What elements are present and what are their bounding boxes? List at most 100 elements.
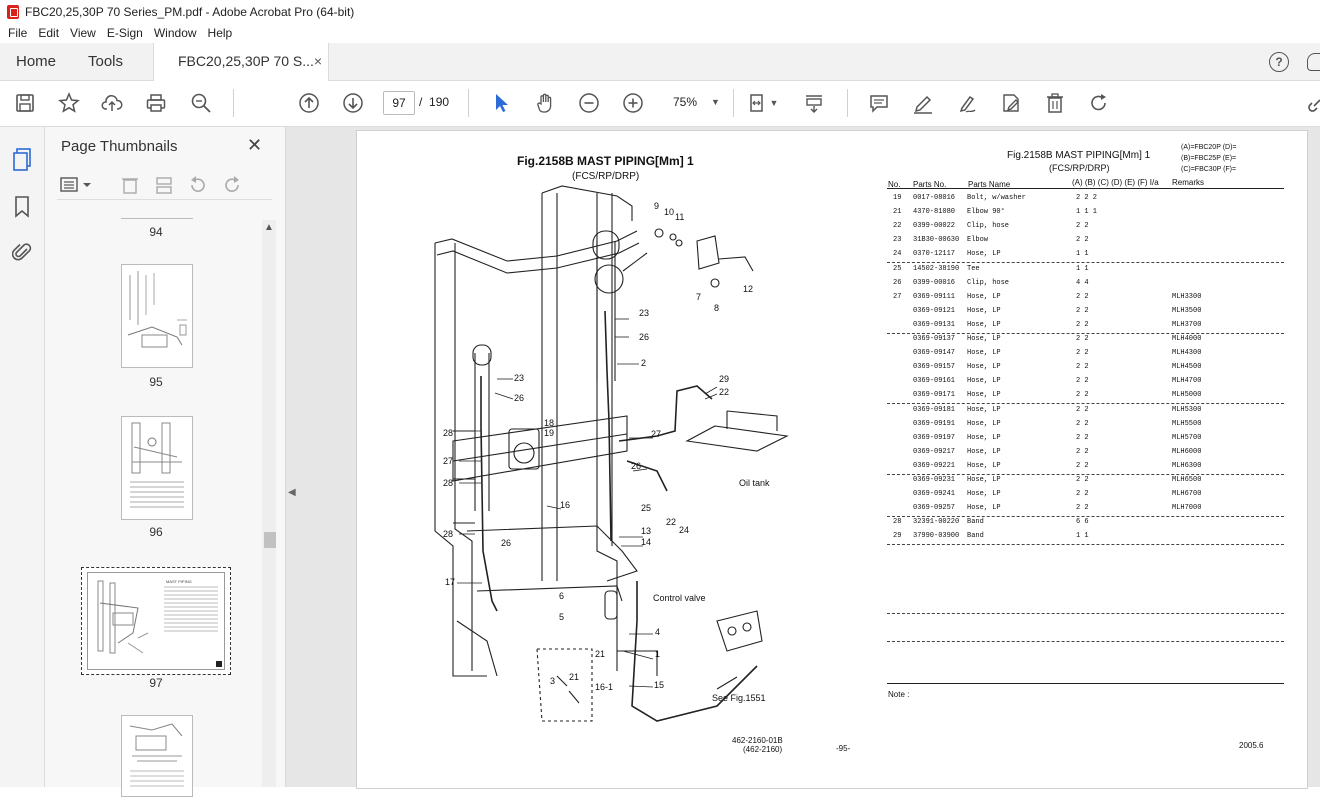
- row-part-number: 0399-00022: [913, 222, 956, 231]
- title-bar: FBC20,25,30P 70 Series_PM.pdf - Adobe Ac…: [0, 0, 1320, 23]
- tab-document-label: FBC20,25,30P 70 S...: [178, 53, 314, 69]
- mast-piping-drawing: [434, 185, 789, 722]
- menu-edit[interactable]: Edit: [38, 26, 60, 40]
- zoom-level-value: 75%: [673, 95, 698, 109]
- menu-esign[interactable]: E-Sign: [106, 26, 143, 40]
- page-total: / 190: [419, 95, 449, 109]
- comment-icon[interactable]: [868, 92, 890, 114]
- callout-5: 5: [559, 612, 565, 622]
- row-part-number: 32391-00220: [913, 518, 960, 527]
- scroll-up-arrow-icon[interactable]: ▲: [264, 222, 274, 233]
- callout-19: 19: [544, 428, 555, 438]
- menu-file[interactable]: File: [8, 26, 28, 40]
- zoom-level-select[interactable]: 75%▼: [665, 91, 725, 113]
- row-remarks: MLH5000: [1172, 391, 1202, 400]
- scroll-mode-icon[interactable]: [803, 92, 825, 114]
- chevron-down-icon[interactable]: ▼: [769, 98, 779, 108]
- upload-cloud-icon[interactable]: [101, 92, 123, 114]
- next-page-icon[interactable]: [342, 92, 364, 114]
- tab-document[interactable]: FBC20,25,30P 70 S... ×: [153, 43, 329, 81]
- zoom-search-icon[interactable]: [190, 92, 212, 114]
- row-quantity: 2 2 2: [1076, 194, 1098, 202]
- row-remarks: MLH5700: [1172, 433, 1202, 442]
- page-number-input[interactable]: 97: [383, 91, 415, 115]
- close-tab-icon[interactable]: ×: [313, 53, 322, 69]
- draw-freeform-icon[interactable]: [956, 92, 978, 114]
- tab-tools[interactable]: Tools: [88, 53, 124, 70]
- row-part-name: Hose, LP: [967, 447, 1001, 456]
- callout-26-left: 26: [514, 393, 525, 403]
- page-fit-icon[interactable]: [748, 92, 770, 114]
- row-quantity: 6 6: [1076, 518, 1089, 527]
- row-remarks: MLH3300: [1172, 292, 1202, 301]
- bookmarks-icon[interactable]: [14, 195, 30, 219]
- highlight-pen-icon[interactable]: [912, 92, 934, 114]
- row-part-number: 0369-09131: [913, 320, 956, 329]
- thumbnail-page-95[interactable]: [121, 264, 193, 368]
- row-no: 24: [893, 250, 902, 259]
- zoom-out-icon[interactable]: [578, 92, 600, 114]
- hand-tool-icon[interactable]: [534, 92, 556, 114]
- extract-pages-icon[interactable]: [154, 175, 174, 195]
- row-quantity: 2 2: [1076, 377, 1089, 386]
- save-icon[interactable]: [14, 92, 36, 114]
- row-part-number: 0369-09161: [913, 377, 956, 386]
- row-part-number: 0369-09121: [913, 306, 956, 315]
- row-part-name: Hose, LP: [967, 306, 1001, 315]
- tab-home[interactable]: Home: [16, 53, 57, 70]
- delete-trash-icon[interactable]: [1044, 92, 1066, 114]
- tab-bar: Home Tools FBC20,25,30P 70 S... × ?: [0, 43, 1320, 81]
- callout-28-a: 28: [443, 428, 454, 438]
- rotate-counterclockwise-icon[interactable]: [188, 175, 208, 195]
- thumbnail-page-97-selected[interactable]: MAST PIPING: [81, 567, 231, 675]
- callout-26-bottom: 26: [501, 538, 512, 548]
- rotate-clockwise-icon[interactable]: [222, 175, 242, 195]
- menu-bar: File Edit View E-Sign Window Help: [0, 23, 1320, 43]
- row-quantity: 2 2: [1076, 504, 1089, 513]
- attachments-paperclip-icon[interactable]: [11, 240, 32, 264]
- row-part-name: Clip, hose: [967, 222, 1010, 231]
- previous-page-icon[interactable]: [298, 92, 320, 114]
- row-no: 26: [893, 278, 902, 287]
- svg-text:MAST PIPING: MAST PIPING: [166, 579, 192, 584]
- thumbnail-page-96[interactable]: [121, 416, 193, 520]
- select-cursor-icon[interactable]: [490, 92, 512, 114]
- bookmark-star-icon[interactable]: [58, 92, 80, 114]
- help-icon[interactable]: ?: [1269, 52, 1289, 72]
- link-icon[interactable]: [1306, 92, 1320, 114]
- row-part-number: 0017-08016: [913, 194, 956, 202]
- collapse-panel-arrow-icon[interactable]: ◀: [288, 487, 296, 498]
- row-part-name: Hose, LP: [967, 476, 1001, 484]
- rotate-icon[interactable]: [1088, 92, 1110, 114]
- row-quantity: 2 2: [1076, 363, 1089, 372]
- edit-text-icon[interactable]: [1000, 92, 1022, 114]
- thumbnail-page-98[interactable]: [121, 715, 193, 797]
- callout-16: 16: [560, 500, 571, 510]
- close-panel-icon[interactable]: ✕: [247, 135, 263, 155]
- notification-icon[interactable]: [1307, 53, 1320, 71]
- row-quantity: 1 1: [1076, 250, 1089, 259]
- menu-view[interactable]: View: [70, 26, 96, 40]
- panel-scrollbar[interactable]: [262, 220, 276, 787]
- header-parts-name: Parts Name: [968, 180, 1011, 189]
- model-a: (A)=FBC20P (D)=: [1181, 144, 1237, 151]
- callout-10: 10: [664, 207, 675, 217]
- print-icon[interactable]: [145, 92, 167, 114]
- thumbnail-options-icon[interactable]: [60, 175, 94, 195]
- row-remarks: MLH3700: [1172, 320, 1202, 329]
- panel-scrollbar-thumb[interactable]: [264, 532, 276, 548]
- row-part-number: 0369-09257: [913, 504, 956, 513]
- row-part-number: 0369-09157: [913, 363, 956, 372]
- menu-window[interactable]: Window: [153, 26, 197, 40]
- row-part-name: Clip, hose: [967, 278, 1010, 287]
- header-no: No.: [888, 180, 901, 189]
- left-nav-rail: [0, 127, 45, 787]
- menu-help[interactable]: Help: [207, 26, 233, 40]
- row-part-number: 0369-09147: [913, 349, 956, 358]
- zoom-in-icon[interactable]: [622, 92, 644, 114]
- callout-14: 14: [641, 537, 652, 547]
- callout-17: 17: [445, 577, 456, 587]
- delete-page-icon[interactable]: [120, 175, 140, 195]
- page-thumbnails-icon[interactable]: [12, 148, 32, 172]
- row-no: 29: [893, 532, 902, 541]
